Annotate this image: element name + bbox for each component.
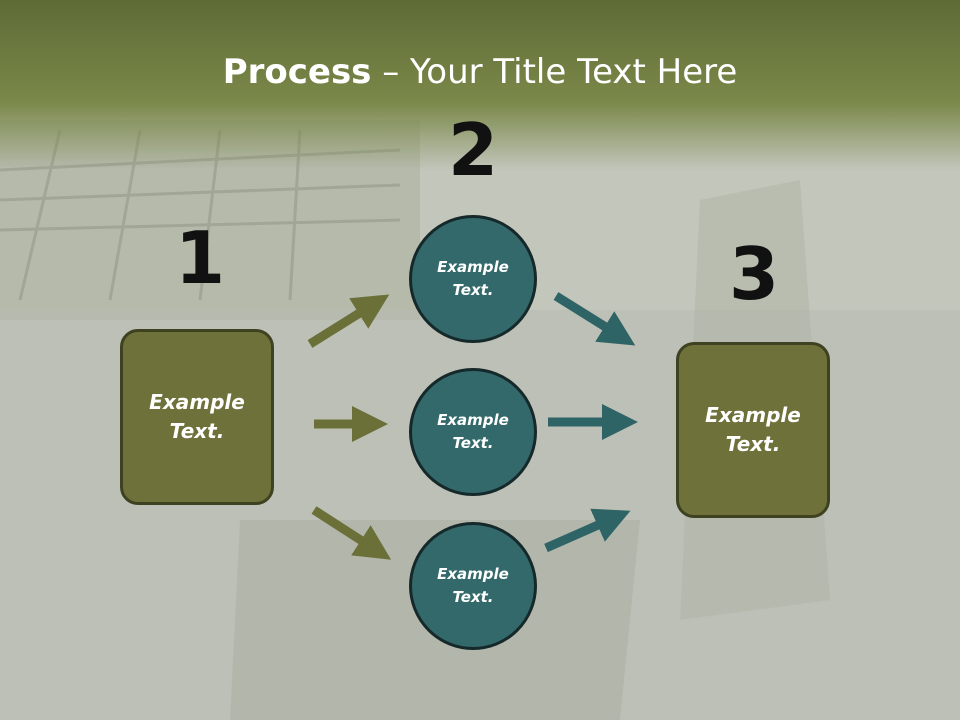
title-rest: – Your Title Text Here bbox=[371, 52, 738, 92]
left-process-box: Example Text. bbox=[120, 329, 274, 505]
right-box-text: Example Text. bbox=[705, 403, 801, 456]
arrow-top-to-3 bbox=[553, 292, 636, 346]
step-number-1: 1 bbox=[174, 216, 226, 300]
circle-top-text: Example Text. bbox=[437, 258, 509, 299]
circle-middle-text: Example Text. bbox=[437, 411, 509, 452]
right-process-box: Example Text. bbox=[676, 342, 830, 518]
step-number-3: 3 bbox=[728, 232, 780, 316]
arrow-1-to-top bbox=[307, 294, 390, 348]
arrow-bottom-to-3 bbox=[544, 508, 631, 553]
circle-middle: Example Text. bbox=[409, 368, 537, 496]
arrow-1-to-bottom bbox=[311, 506, 392, 560]
left-box-text: Example Text. bbox=[149, 390, 245, 443]
slide-title: Process – Your Title Text Here bbox=[0, 52, 960, 92]
circle-bottom-text: Example Text. bbox=[437, 565, 509, 606]
step-number-2: 2 bbox=[447, 108, 499, 192]
header-band bbox=[0, 0, 960, 170]
circle-bottom: Example Text. bbox=[409, 522, 537, 650]
circle-top: Example Text. bbox=[409, 215, 537, 343]
title-bold: Process bbox=[222, 52, 372, 92]
